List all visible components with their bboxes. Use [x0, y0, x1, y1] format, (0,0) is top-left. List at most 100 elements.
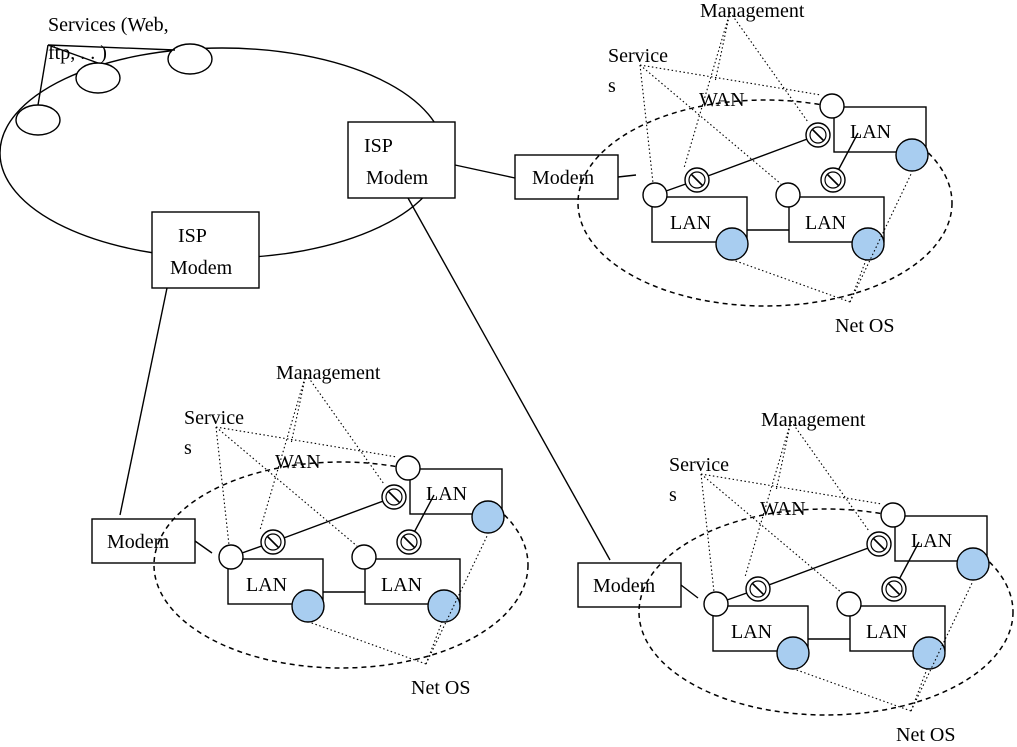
net-os-node-icon [956, 547, 990, 581]
isp-modem-label: ISP [178, 225, 207, 247]
net-os-node-icon [291, 589, 325, 623]
services-label: Services (Web, [48, 14, 169, 36]
site-boundary [153, 461, 529, 669]
net-os-node-icon [912, 636, 946, 670]
modem-box [577, 562, 682, 608]
modem-label: Modem [107, 531, 170, 553]
net-os-pointer [910, 668, 928, 712]
net-os-node-icon [776, 636, 810, 670]
net-os-pointer [910, 580, 974, 712]
wan-link [757, 543, 880, 590]
management-label: Management [276, 362, 381, 384]
site-boundary [577, 99, 953, 307]
lan-label: LAN [731, 621, 772, 643]
lan-label: LAN [670, 212, 711, 234]
router-icon [881, 576, 907, 602]
services-pointer [215, 426, 398, 458]
services-label: s [608, 75, 616, 97]
modem-link [617, 174, 637, 178]
modem-box [514, 154, 619, 200]
net-os-label: Net OS [411, 677, 470, 699]
server-node-icon [775, 182, 801, 208]
net-os-node-icon [427, 589, 461, 623]
server-node-icon [218, 544, 244, 570]
internet-cloud: Services (Web, ftp, . . ) [0, 14, 445, 259]
isp-modem-label: ISP [364, 135, 393, 157]
lan-label: LAN [911, 530, 952, 552]
services-pointer-line [37, 44, 49, 106]
isp-modem: ISP Modem [347, 121, 456, 199]
modem-label: Modem [532, 167, 595, 189]
services-pointer [639, 64, 654, 184]
router-icon [396, 529, 422, 555]
net-os-node-icon [895, 138, 929, 172]
site-boundary [638, 508, 1014, 716]
lan-label: LAN [246, 574, 287, 596]
lan-label: LAN [850, 121, 891, 143]
services-label: ftp, . . ) [48, 42, 107, 64]
server-node-icon [395, 455, 421, 481]
wan-label: WAN [760, 498, 806, 520]
net-os-node-icon [471, 500, 505, 534]
net-os-pointer [793, 668, 912, 712]
services-pointer [700, 473, 715, 593]
services-label: Service [669, 454, 729, 476]
isp1-to-site3-link [407, 197, 611, 561]
net-os-pointer [732, 259, 851, 303]
services-label: s [669, 484, 677, 506]
net-os-pointer [849, 171, 913, 303]
services-pointer-line [47, 44, 176, 51]
isp-modem-label: Modem [366, 167, 429, 189]
server-node-icon [351, 544, 377, 570]
isp1-to-site1-link [454, 164, 516, 179]
isp2-to-site2-link [119, 287, 168, 516]
wan-link [272, 496, 395, 543]
lan-label: LAN [426, 483, 467, 505]
router-icon [260, 529, 286, 555]
router-icon [684, 167, 710, 193]
customer-site-network: LAN LAN LAN Management Service s WAN Net… [638, 409, 1014, 746]
management-pointer [290, 373, 307, 445]
management-pointer [775, 420, 792, 492]
modem-link [680, 584, 699, 599]
router-icon [745, 576, 771, 602]
customer-site: Modem [577, 562, 682, 608]
server-node-icon [819, 93, 845, 119]
server-node-icon [642, 182, 668, 208]
server-node-icon [880, 502, 906, 528]
router-icon [805, 122, 831, 148]
services-label: Service [184, 407, 244, 429]
management-pointer [714, 11, 731, 83]
customer-site: Modem [91, 518, 196, 564]
net-os-node-icon [851, 227, 885, 261]
services-pointer [700, 473, 843, 594]
wan-label: WAN [699, 89, 745, 111]
net-os-pointer [425, 533, 489, 665]
router-icon [381, 484, 407, 510]
services-pointer [215, 426, 358, 547]
wan-link [696, 134, 819, 181]
isp-modem-label: Modem [170, 257, 233, 279]
management-pointer [305, 373, 385, 485]
management-pointer [744, 420, 792, 578]
net-os-pointer [308, 621, 427, 665]
lan-box [894, 515, 988, 562]
management-pointer [259, 373, 307, 531]
services-pointer-line [47, 44, 99, 64]
lan-label: LAN [381, 574, 422, 596]
services-pointer [639, 64, 782, 185]
management-label: Management [700, 0, 805, 22]
modem-box [91, 518, 196, 564]
management-pointer [683, 11, 731, 169]
internet-service-node [75, 62, 121, 94]
server-node-icon [703, 591, 729, 617]
modem-label: Modem [593, 575, 656, 597]
services-label: Service [608, 45, 668, 67]
services-label: s [184, 437, 192, 459]
wan-label: WAN [275, 451, 321, 473]
net-os-node-icon [715, 227, 749, 261]
modem-link [194, 540, 213, 554]
management-pointer [729, 11, 809, 123]
management-pointer [790, 420, 870, 532]
